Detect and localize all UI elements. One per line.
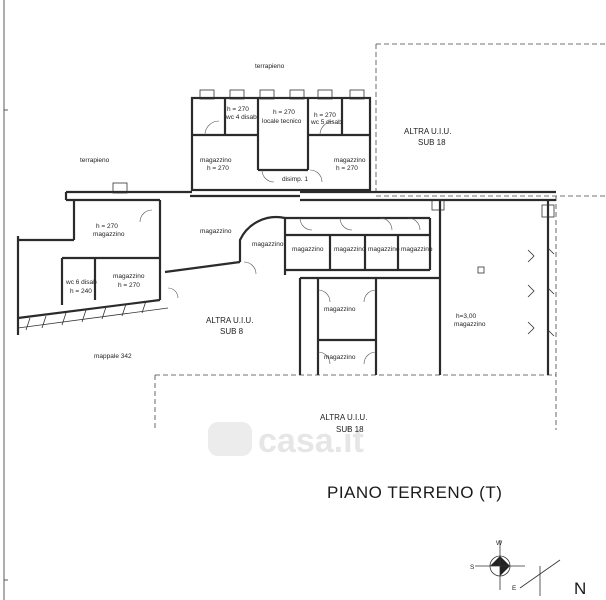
label-h300: h=3,00	[456, 313, 476, 320]
label-mag-mid-2: magazzino	[324, 354, 356, 361]
label-mag-cell-1: magazzino	[292, 246, 324, 253]
label-altra-uiu-bottom: ALTRA U.I.U.	[320, 413, 367, 422]
label-h270-wc5: h = 270	[314, 112, 336, 119]
label-h240: h = 240	[70, 288, 92, 295]
compass-w: W	[496, 540, 503, 547]
label-terrapieno-left: terrapieno	[80, 157, 110, 164]
label-mag-left-upper: magazzino	[200, 157, 232, 164]
label-wc5: wc 5 disab	[310, 119, 342, 126]
watermark: casa.it	[208, 422, 364, 460]
label-mag-cell-4: magazzino	[401, 246, 433, 253]
label-h270-west: h = 270	[96, 223, 118, 230]
label-h270-tec: h = 270	[273, 109, 295, 116]
label-wc6: wc 6 disab	[65, 279, 97, 286]
label-mag-sw: magazzino	[113, 273, 145, 280]
watermark-text: casa.it	[258, 422, 364, 460]
compass-e: E	[512, 585, 517, 592]
label-mag-central: magazzino	[200, 228, 232, 235]
label-h270-mag-left-upper: h = 270	[207, 165, 229, 172]
label-terrapieno-top: terrapieno	[255, 63, 285, 70]
label-mag-cell-2: magazzino	[334, 246, 366, 253]
label-mag-right-upper: magazzino	[334, 157, 366, 164]
label-locale-tecnico: locale tecnico	[262, 118, 302, 125]
label-mappale: mappale 342	[94, 353, 132, 360]
main-walls	[16, 182, 556, 375]
plan-title: PIANO TERRENO (T)	[327, 483, 502, 502]
label-altra-uiu-18: ALTRA U.I.U.	[404, 127, 451, 136]
label-mag-corridor: magazzino	[252, 241, 284, 248]
label-mag-east: magazzino	[454, 321, 486, 328]
label-h270-mag-right-upper: h = 270	[336, 165, 358, 172]
label-mag-mid-1: magazzino	[324, 306, 356, 313]
label-wc4: wc 4 disab	[225, 114, 257, 121]
label-altra-uiu-8: ALTRA U.I.U.	[206, 316, 253, 325]
label-sub8: SUB 8	[220, 327, 244, 336]
label-sub18-top: SUB 18	[418, 138, 446, 147]
label-h270-sw: h = 270	[118, 282, 140, 289]
north-block	[190, 89, 372, 192]
compass-n: N	[574, 579, 587, 598]
label-sub18-bottom: SUB 18	[336, 425, 364, 434]
label-mag-west: magazzino	[93, 231, 125, 238]
label-mag-cell-3: magazzino	[368, 246, 400, 253]
compass	[475, 540, 561, 596]
label-disimpegno: disimp. 1	[282, 176, 308, 183]
compass-s: S	[470, 564, 475, 571]
label-h270-wc4: h = 270	[227, 106, 249, 113]
